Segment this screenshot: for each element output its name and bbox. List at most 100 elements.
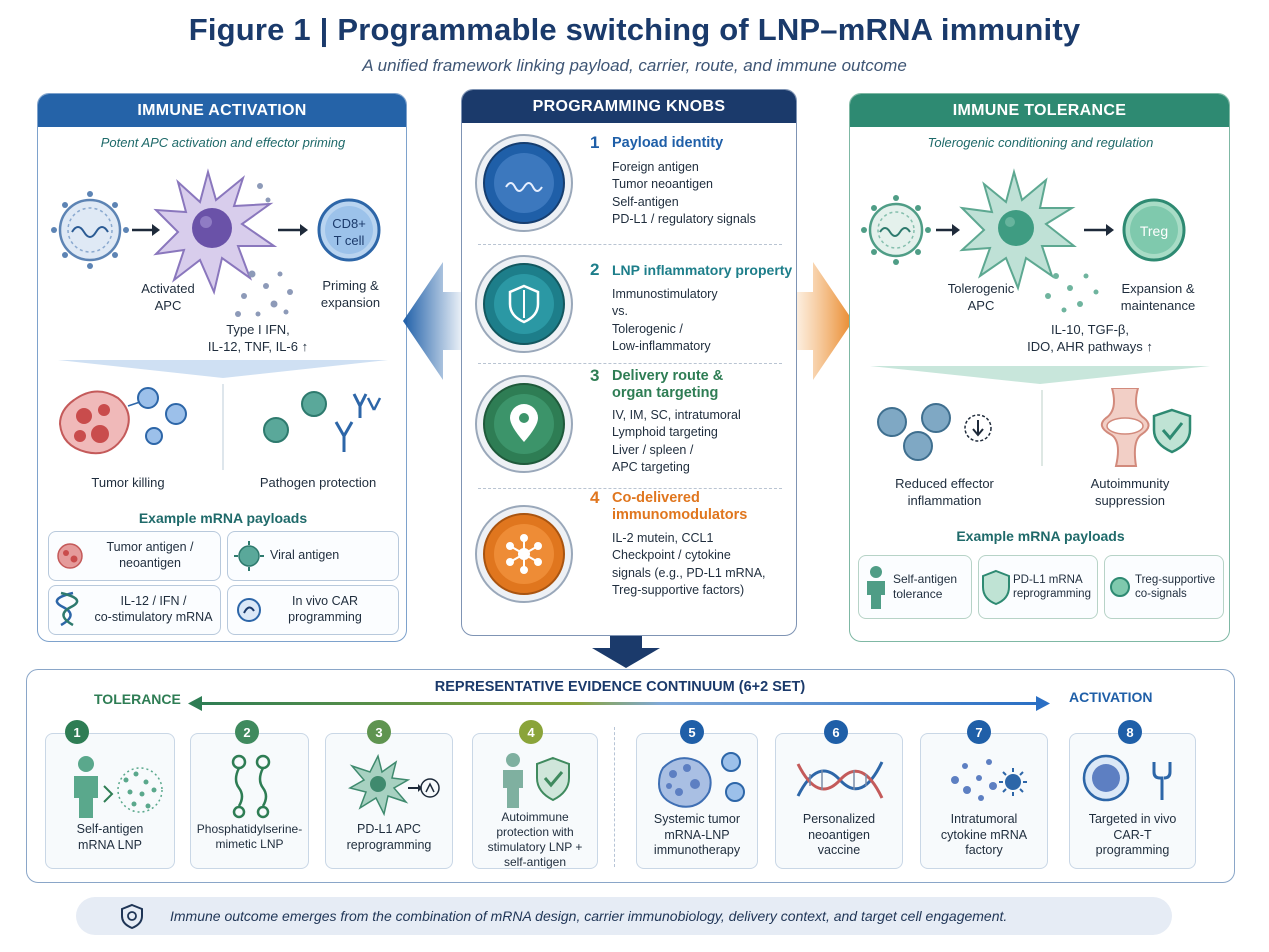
tolerance-pathway-illustration xyxy=(861,168,1186,313)
activation-example-il12: IL-12 / IFN / co-stimulatory mRNA xyxy=(48,585,221,635)
knob-line: Liver / spleen / xyxy=(612,442,694,457)
knob-divider xyxy=(478,244,782,245)
tumor-killing-label: Tumor killing xyxy=(91,475,165,490)
evidence-card-7: Intratumoral cytokine mRNA factory xyxy=(920,733,1048,869)
evidence-badge-5: 5 xyxy=(680,720,704,744)
knob-line: APC targeting xyxy=(612,459,690,474)
tumor-cell-icon xyxy=(657,752,745,808)
evidence-card-8: Targeted in vivo CAR-T programming xyxy=(1069,733,1196,869)
evidence-label: Intratumoral cytokine mRNA factory xyxy=(940,812,1028,858)
knob-line: Foreign antigen xyxy=(612,160,699,174)
mrna-wave-icon xyxy=(505,182,543,192)
tolerance-direction-arrow xyxy=(795,262,853,380)
activation-example-car: In vivo CAR programming xyxy=(227,585,399,635)
continuum-heading: REPRESENTATIVE EVIDENCE CONTINUUM (6+2 S… xyxy=(434,679,806,695)
example-label: PD-L1 mRNA reprogramming xyxy=(1013,573,1091,600)
shield-icon xyxy=(508,284,540,324)
shield-check-icon xyxy=(1152,408,1192,454)
pathogen-protection-icon xyxy=(263,391,382,452)
cd8-cell-label: CD8+ T cell xyxy=(332,216,366,248)
apc-cell-icon xyxy=(348,753,440,817)
activated-apc-label: Activated APC xyxy=(141,281,195,313)
knob-divider xyxy=(478,363,782,364)
activation-cytokines: Type I IFN, IL-12, TNF, IL-6 ↑ xyxy=(207,322,309,354)
treg-cell-icon xyxy=(1110,577,1130,597)
evidence-badge-7: 7 xyxy=(967,720,991,744)
knob-line: Low-inflammatory xyxy=(612,338,711,353)
tolerogenic-apc-icon xyxy=(959,168,1077,292)
activation-heading: IMMUNE ACTIVATION xyxy=(38,94,406,127)
example-label: Treg-supportive co-signals xyxy=(1135,573,1216,600)
knob-divider xyxy=(478,488,782,489)
activation-direction-arrow xyxy=(403,262,461,380)
evidence-badge-2: 2 xyxy=(235,720,259,744)
evidence-label: Targeted in vivo CAR-T programming xyxy=(1088,812,1177,858)
car-t-icon xyxy=(1082,754,1172,802)
footer-text: Immune outcome emerges from the combinat… xyxy=(170,908,1008,924)
continuum-arrow xyxy=(188,696,1050,711)
knob-title: Payload identity xyxy=(612,135,724,151)
expansion-label: Expansion & maintenance xyxy=(1120,281,1196,313)
autoimmunity-suppression-label: Autoimmunity suppression xyxy=(1090,476,1170,508)
knobs-panel: PROGRAMMING KNOBS 1 Payload identity For… xyxy=(461,89,797,636)
figure-title: Figure 1 | Programmable switching of LNP… xyxy=(188,12,1081,47)
cytokine-particles xyxy=(235,183,293,317)
evidence-label: Systemic tumor mRNA-LNP immunotherapy xyxy=(653,812,741,858)
knobs-heading: PROGRAMMING KNOBS xyxy=(462,90,796,123)
downward-arrow xyxy=(592,636,660,668)
cd8-t-cell-icon xyxy=(317,198,381,262)
evidence-card-2: Phosphatidylserine- mimetic LNP xyxy=(190,733,309,869)
knob-immunomodulators: 4 Co-delivered immunomodulators IL-2 mut… xyxy=(462,488,794,624)
activation-examples-title: Example mRNA payloads xyxy=(138,510,308,526)
example-label: Tumor antigen / neoantigen xyxy=(106,540,194,570)
knob-number: 4 xyxy=(590,488,600,507)
tolerance-cytokines: IL-10, TGF-β, IDO, AHR pathways ↑ xyxy=(1027,322,1153,354)
example-label: Self-antigen tolerance xyxy=(893,572,958,601)
knob-line: Immunostimulatory xyxy=(612,287,718,301)
knob-payload-identity: 1 Payload identity Foreign antigen Tumor… xyxy=(462,123,794,246)
activation-pathway-illustration xyxy=(51,168,381,317)
activation-outcomes-illustration xyxy=(58,384,382,470)
activated-apc-icon xyxy=(153,168,278,296)
lnp-particle-icon xyxy=(51,191,129,269)
priming-label: Priming & expansion xyxy=(320,278,381,310)
evidence-label: Autoimmune protection with stimulatory L… xyxy=(487,810,583,869)
car-cell-icon xyxy=(237,598,261,622)
tolerance-chevron xyxy=(870,366,1210,384)
knob-lnp-inflammatory: 2 LNP inflammatory property Immunostimul… xyxy=(462,246,794,366)
activation-example-tumor-antigen: Tumor antigen / neoantigen xyxy=(48,531,221,581)
cytokine-icon xyxy=(951,759,1027,801)
knob-title: LNP inflammatory property xyxy=(612,262,793,278)
knob-line: Tolerogenic / xyxy=(612,321,683,336)
activation-panel: IMMUNE ACTIVATION Potent APC activation … xyxy=(37,93,407,642)
knob-delivery-route: 3 Delivery route & organ targeting IV, I… xyxy=(462,366,794,488)
continuum-divider xyxy=(614,727,615,867)
activation-subheading: Potent APC activation and effector primi… xyxy=(100,135,346,150)
shield-gear-icon xyxy=(121,903,143,929)
tumor-killing-icon xyxy=(58,387,187,455)
example-label: Viral antigen xyxy=(270,548,340,563)
tolerance-example-self-antigen: Self-antigen tolerance xyxy=(858,555,972,619)
knob-dial-3 xyxy=(475,375,573,473)
knob-line: Checkpoint / cytokine xyxy=(612,548,731,563)
knob-number: 2 xyxy=(590,260,600,279)
evidence-label: Self-antigen mRNA LNP xyxy=(76,822,144,852)
example-label: In vivo CAR programming xyxy=(288,594,362,624)
treg-label: Treg xyxy=(1139,223,1169,239)
knob-line: Self-antigen xyxy=(612,194,679,209)
knob-line: Lymphoid targeting xyxy=(612,425,718,440)
dna-icon xyxy=(796,761,884,799)
person-shield-icon xyxy=(503,753,570,808)
activation-chevron xyxy=(58,360,388,378)
knob-number: 3 xyxy=(590,366,600,385)
evidence-card-4: Autoimmune protection with stimulatory L… xyxy=(472,733,598,869)
tolerance-example-treg: Treg-supportive co-signals xyxy=(1104,555,1224,619)
tolerogenic-apc-label: Tolerogenic APC xyxy=(947,281,1015,313)
tolerance-subheading: Tolerogenic conditioning and regulation xyxy=(927,135,1154,150)
shield-icon xyxy=(982,569,1010,606)
evidence-card-6: Personalized neoantigen vaccine xyxy=(775,733,903,869)
treg-cell-icon xyxy=(1122,198,1186,262)
reduced-effector-label: Reduced effector inflammation xyxy=(895,476,994,508)
footer-banner: Immune outcome emerges from the combinat… xyxy=(76,897,1172,935)
knob-dial-1 xyxy=(475,134,573,232)
